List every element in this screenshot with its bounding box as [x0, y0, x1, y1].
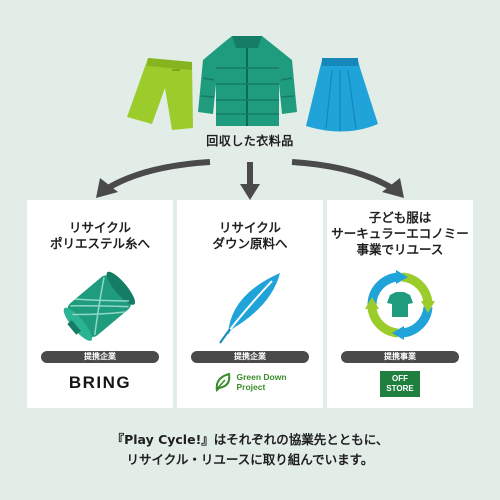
card-title-line: 事業でリユース: [356, 242, 444, 257]
partner-logo-bring: BRING: [27, 370, 173, 396]
partner-badge: 提携企業: [191, 351, 309, 363]
green-down-leaf-icon: [215, 372, 231, 392]
offstore-logo-line: OFF: [391, 374, 408, 383]
card-title-line: ダウン原料へ: [212, 236, 288, 251]
arrow-right-icon: [291, 159, 404, 198]
partner-logo-off-store: OFF STORE: [327, 370, 473, 397]
card-circular-reuse: 子ども服は サーキュラーエコノミー 事業でリユース 提携事業 OFF STORE: [327, 200, 473, 408]
footer-caption: 『Play Cycle!』はそれぞれの協業先とともに、 リサイクル・リユースに取…: [0, 430, 500, 470]
card-title-line: リサイクル: [69, 220, 131, 235]
footer-line: 『Play Cycle!』はそれぞれの協業先とともに、: [111, 432, 389, 447]
circular-reuse-icon: [365, 270, 435, 340]
feather-icon: [219, 273, 280, 344]
bring-logo-text: BRING: [68, 373, 132, 392]
arrow-left-icon: [96, 159, 211, 198]
card-title: リサイクル ポリエステル糸へ: [27, 220, 173, 252]
card-title-line: ポリエステル糸へ: [49, 236, 150, 251]
skirt-icon: [306, 58, 378, 132]
shorts-icon: [127, 58, 193, 130]
partner-badge: 提携企業: [41, 351, 159, 363]
footer-line: リサイクル・リユースに取り組んでいます。: [126, 452, 374, 467]
partner-logo-green-down-project: Green Down Project: [177, 370, 323, 396]
collected-clothing-label: 回収した衣料品: [206, 134, 294, 148]
card-title-line: 子ども服は: [368, 210, 432, 225]
card-recycled-down: リサイクル ダウン原料へ 提携企業 Green Down Project: [177, 200, 323, 408]
gdp-logo-line: Project: [236, 382, 266, 392]
card-title-line: サーキュラーエコノミー: [331, 226, 469, 241]
flow-arrows: [96, 159, 404, 200]
thread-spool-icon: [63, 271, 136, 341]
arrow-center-icon: [240, 162, 260, 200]
partner-badge: 提携事業: [341, 351, 459, 363]
offstore-logo-line: STORE: [386, 384, 414, 393]
card-title: リサイクル ダウン原料へ: [177, 220, 323, 252]
card-title: 子ども服は サーキュラーエコノミー 事業でリユース: [327, 210, 473, 258]
clothing-illustration: [127, 36, 378, 132]
card-title-line: リサイクル: [219, 220, 281, 235]
card-recycled-polyester: リサイクル ポリエステル糸へ 提携企業 BRING: [27, 200, 173, 408]
gdp-logo-line: Green Down: [236, 372, 287, 382]
puffer-jacket-icon: [198, 36, 297, 126]
